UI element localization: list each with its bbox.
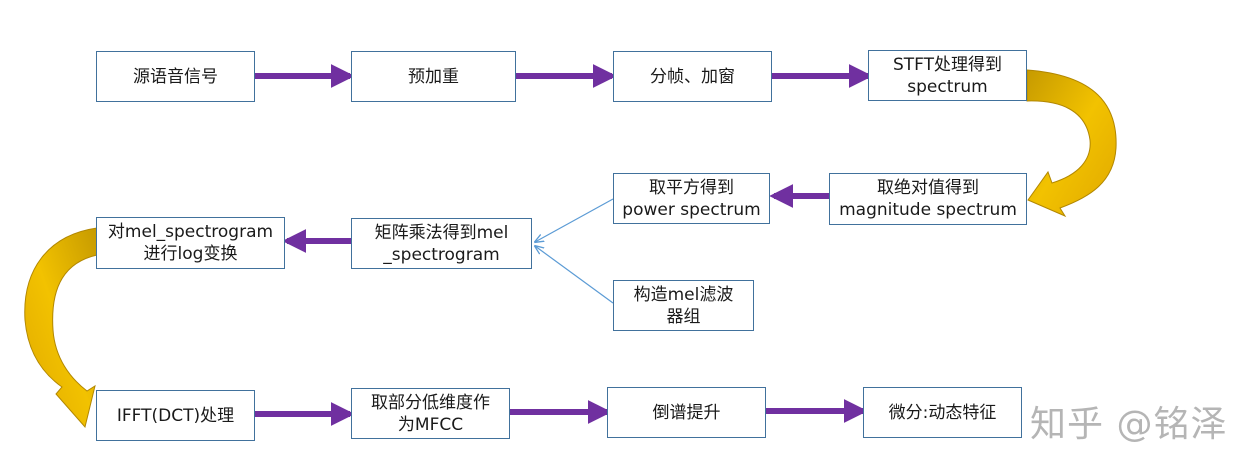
node-framing-windowing: 分帧、加窗 [613,51,772,102]
node-log-transform: 对mel_spectrogram 进行log变换 [96,217,285,269]
node-magnitude-spectrum-label: 取绝对值得到 magnitude spectrum [839,178,1017,220]
watermark: 知乎 @铭泽 [1030,404,1228,445]
node-cepstral-lifter-label: 倒谱提升 [652,402,721,423]
node-matrix-multiply: 矩阵乘法得到mel _spectrogram [351,218,532,269]
node-source-signal-label: 源语音信号 [133,66,218,87]
node-power-spectrum-label: 取平方得到 power spectrum [622,177,761,220]
node-mel-filterbank: 构造mel滤波 器组 [613,280,754,331]
arrow-power-to-matmul [535,198,614,242]
node-mel-filterbank-label: 构造mel滤波 器组 [633,284,734,327]
node-log-transform-label: 对mel_spectrogram 进行log变换 [107,222,274,264]
node-cepstral-lifter: 倒谱提升 [607,387,766,438]
curved-arrow-right [1026,69,1117,218]
node-source-signal: 源语音信号 [96,51,255,102]
node-low-dim-mfcc: 取部分低维度作 为MFCC [351,388,510,439]
node-ifft-dct: IFFT(DCT)处理 [96,390,255,441]
node-low-dim-mfcc-label: 取部分低维度作 为MFCC [371,392,490,435]
node-delta-features-label: 微分:动态特征 [888,402,997,423]
node-stft-label: STFT处理得到 spectrum [892,54,1003,97]
node-preemphasis-label: 预加重 [408,66,459,87]
curved-arrow-left [24,227,98,429]
node-framing-windowing-label: 分帧、加窗 [650,66,735,87]
node-power-spectrum: 取平方得到 power spectrum [613,173,770,224]
arrow-melbank-to-matmul [535,246,614,304]
node-matrix-multiply-label: 矩阵乘法得到mel _spectrogram [374,222,509,265]
node-magnitude-spectrum: 取绝对值得到 magnitude spectrum [829,173,1027,225]
node-delta-features: 微分:动态特征 [863,387,1022,438]
node-preemphasis: 预加重 [351,51,516,102]
node-ifft-dct-label: IFFT(DCT)处理 [116,405,235,426]
node-stft: STFT处理得到 spectrum [868,50,1027,101]
